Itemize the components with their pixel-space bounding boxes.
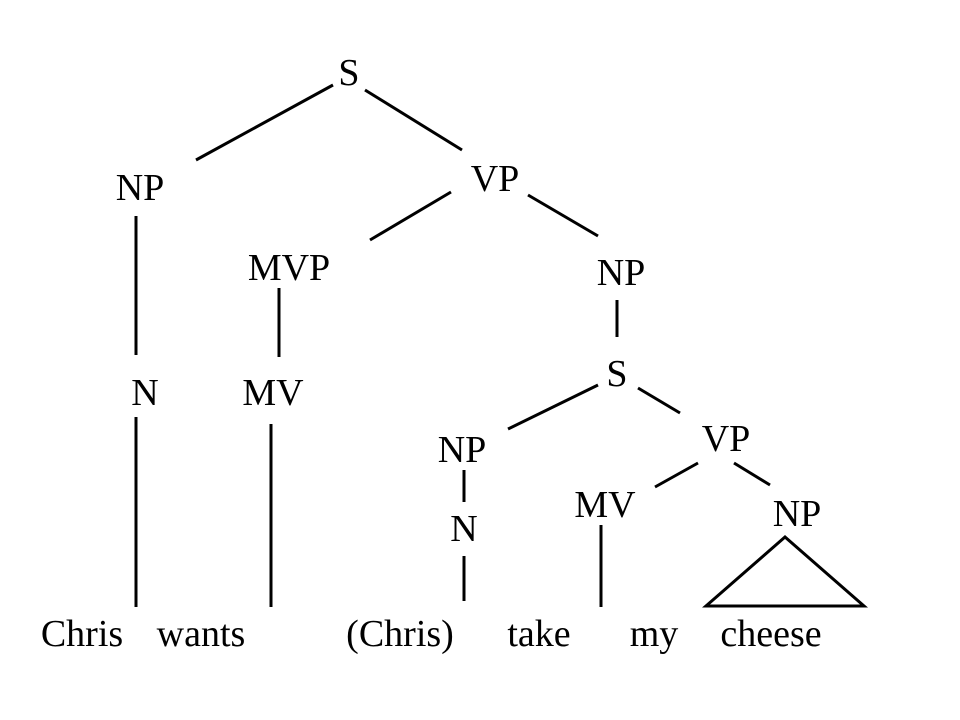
edge-s-np — [195, 83, 334, 162]
word-take: take — [507, 613, 570, 655]
node-vp-embedded: VP — [702, 418, 751, 460]
node-np-embedded-object: NP — [773, 493, 822, 535]
word-cheese: cheese — [720, 613, 821, 655]
edge-vp-mvp — [369, 190, 452, 242]
word-my: my — [630, 613, 679, 655]
node-mvp: MVP — [248, 247, 330, 289]
word-chris-parenthetical: (Chris) — [346, 613, 454, 655]
node-s-embedded: S — [606, 353, 627, 395]
node-mv-main: MV — [242, 372, 304, 414]
np-triangle — [702, 535, 868, 608]
edge-vp-np — [527, 193, 599, 238]
edge-s-vp-embedded — [637, 386, 681, 415]
node-s-root: S — [338, 52, 359, 94]
node-n-embedded: N — [450, 508, 477, 550]
node-mv-embedded: MV — [574, 484, 636, 526]
node-np-subject: NP — [116, 167, 165, 209]
node-vp-main: VP — [471, 158, 520, 200]
word-chris: Chris — [41, 613, 123, 655]
node-n-subject: N — [131, 372, 158, 414]
node-np-object: NP — [597, 252, 646, 294]
word-wants: wants — [157, 613, 246, 655]
edge-vp-np-embedded — [733, 461, 771, 487]
edge-s-vp — [364, 88, 463, 152]
node-np-embedded: NP — [438, 429, 487, 471]
edge-s-np-embedded — [507, 383, 599, 431]
edge-vp-mv-embedded — [654, 461, 699, 489]
